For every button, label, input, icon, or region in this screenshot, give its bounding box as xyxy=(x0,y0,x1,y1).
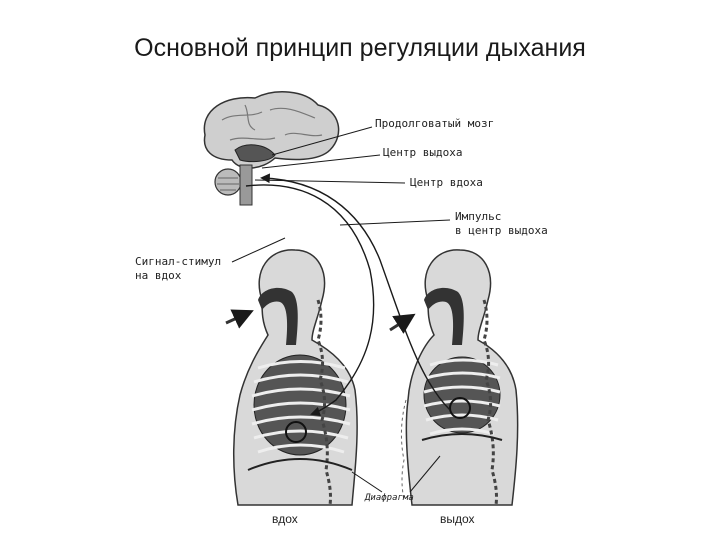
exhale-figure xyxy=(401,250,517,505)
label-impulse-2: в центр выдоха xyxy=(455,224,548,237)
label-signal-2: на вдох xyxy=(135,269,182,282)
label-signal-1: Сигнал-стимул xyxy=(135,255,221,268)
caption-inhale: вдох xyxy=(272,512,298,526)
inhale-figure xyxy=(234,250,357,505)
diaphragm-pointer-left xyxy=(352,472,382,492)
inhale-center-pointer xyxy=(255,180,405,183)
label-medulla: Продолговатый мозг xyxy=(375,117,494,130)
cerebellum xyxy=(215,169,241,195)
brain-illustration xyxy=(204,92,338,205)
air-in-arrow xyxy=(226,312,250,323)
label-impulse-1: Импульс xyxy=(455,210,501,223)
label-inhale-center: Центр вдоха xyxy=(410,176,483,189)
label-exhale-center: Центр выдоха xyxy=(383,146,462,159)
caption-exhale: выдох xyxy=(440,512,475,526)
label-diaphragm: Диафрагма xyxy=(364,493,414,503)
